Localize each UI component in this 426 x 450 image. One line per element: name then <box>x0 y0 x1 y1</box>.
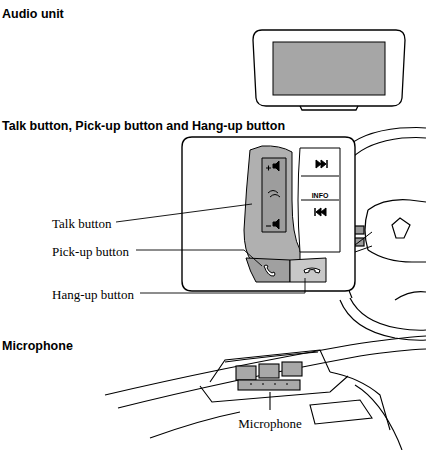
part-label-holder: Microphone <box>238 414 302 432</box>
steering-switches <box>244 146 300 262</box>
part-label: Hang-up button <box>52 287 134 303</box>
steering-wheel <box>350 298 426 330</box>
overhead-console <box>150 412 240 438</box>
steering-switches <box>316 160 326 168</box>
steering-switches <box>298 148 340 252</box>
overhead-console <box>105 336 426 395</box>
switch-inset <box>182 137 355 291</box>
audio-unit <box>253 30 405 110</box>
overhead-console <box>118 349 426 408</box>
overhead-console <box>310 400 372 424</box>
overhead-console <box>238 380 300 390</box>
steering-switches <box>244 146 340 282</box>
section-heading-holder: Microphone <box>2 336 73 354</box>
steering-switches <box>301 176 339 177</box>
overhead-console <box>210 350 330 382</box>
steering-switches <box>246 258 290 282</box>
part-label-holder: Hang-up button <box>52 285 134 303</box>
steering-switches <box>268 191 280 198</box>
audio-unit <box>273 42 385 95</box>
steering-wheel <box>365 210 368 250</box>
section-heading: Microphone <box>2 339 73 353</box>
overhead-console <box>259 364 279 378</box>
steering-wheel <box>392 218 410 238</box>
steering-switches <box>326 160 328 168</box>
steering-wheel <box>340 300 426 340</box>
part-label-holder: Pick-up button <box>52 242 129 260</box>
part-label-holder: Talk button <box>52 214 111 232</box>
button-legend-holder: INFO <box>312 184 329 202</box>
steering-switches <box>301 200 339 201</box>
overhead-console <box>225 352 318 362</box>
switch-inset <box>355 246 372 252</box>
leader-line <box>136 250 262 266</box>
overhead-console <box>105 336 426 450</box>
overhead-console <box>269 392 270 410</box>
overhead-console <box>355 385 402 450</box>
leader-line <box>116 204 305 293</box>
leader-line <box>140 278 305 293</box>
steering-switches <box>290 258 326 282</box>
steering-wheel <box>344 128 426 151</box>
section-heading-holder: Audio unit <box>2 4 64 22</box>
steering-wheel <box>368 250 426 262</box>
leader-line <box>116 204 252 222</box>
steering-wheel <box>368 200 426 210</box>
steering-switches <box>316 208 326 216</box>
part-label: Pick-up button <box>52 244 129 260</box>
overhead-console <box>250 383 289 384</box>
steering-switches <box>304 268 320 273</box>
steering-switches <box>314 208 316 216</box>
steering-switches <box>273 161 279 171</box>
steering-switches <box>266 166 271 171</box>
steering-wheel <box>395 292 426 300</box>
steering-wheel <box>352 138 426 159</box>
steering-switches <box>273 219 279 229</box>
switch-inset <box>355 232 372 245</box>
audio-unit <box>300 106 358 110</box>
part-label: Microphone <box>238 416 302 432</box>
part-label: Talk button <box>52 216 111 232</box>
overhead-console <box>200 376 348 402</box>
section-heading: Talk button, Pick-up button and Hang-up … <box>2 119 285 133</box>
steering-switches <box>262 158 286 232</box>
steering-switches <box>264 265 275 276</box>
steering-switches <box>266 225 271 226</box>
section-heading: Audio unit <box>2 7 64 21</box>
section-heading-holder: Talk button, Pick-up button and Hang-up … <box>2 116 285 134</box>
button-legend: INFO <box>312 192 329 199</box>
overhead-console <box>236 366 256 380</box>
switch-inset <box>182 137 372 291</box>
overhead-console <box>282 362 302 376</box>
audio-unit <box>253 30 405 106</box>
